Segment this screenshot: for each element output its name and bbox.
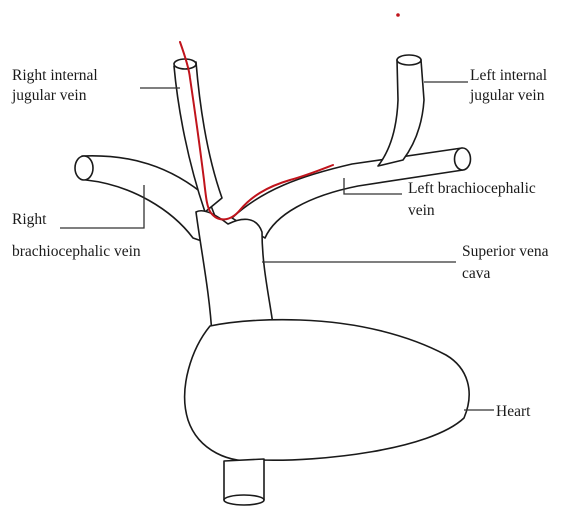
left-internal-jugular-vein-end (397, 55, 421, 65)
label-right-brachiocephalic-1: Right (12, 211, 47, 228)
left-brachiocephalic-vein-end (455, 148, 471, 170)
label-superior-vena-cava-2: cava (462, 265, 491, 282)
label-left-brachiocephalic-1: Left brachiocephalic (408, 180, 536, 197)
left-internal-jugular-vein (378, 60, 424, 166)
label-left-internal-jugular-1: Left internal (470, 67, 547, 84)
right-brachiocephalic-vein-end (75, 156, 93, 180)
outlet-vessel (224, 459, 264, 500)
label-superior-vena-cava-1: Superior vena (462, 243, 549, 260)
outlet-vessel-end (224, 495, 264, 505)
label-left-brachiocephalic-2: vein (408, 202, 435, 219)
label-left-internal-jugular-2: jugular vein (469, 87, 545, 104)
heart (185, 320, 469, 461)
label-right-internal-jugular-2: jugular vein (11, 87, 87, 104)
label-heart: Heart (496, 403, 531, 420)
label-right-brachiocephalic-2: brachiocephalic vein (12, 243, 141, 260)
label-right-internal-jugular-1: Right internal (12, 67, 98, 84)
marker-dot (396, 13, 400, 17)
right-internal-jugular-vein-end (174, 59, 196, 69)
